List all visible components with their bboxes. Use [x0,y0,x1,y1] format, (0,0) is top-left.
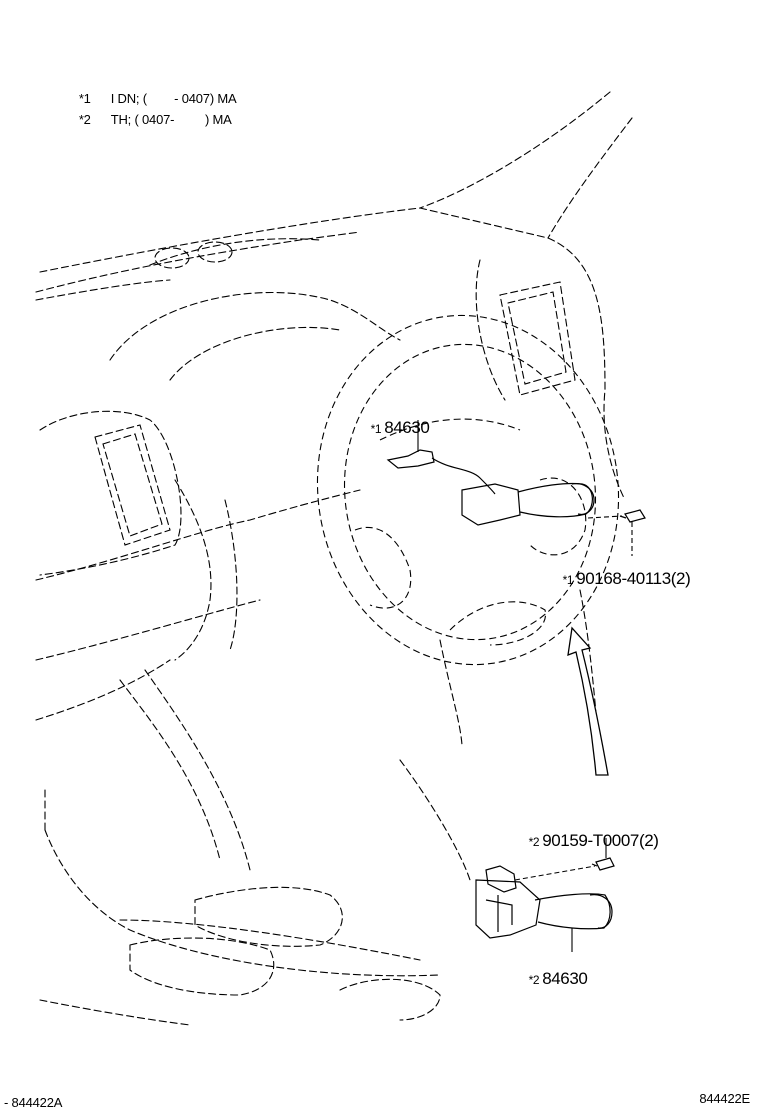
dash-gauge-2 [197,241,233,263]
lower-switch-body [475,879,541,939]
callout-lower-switch-mark: *2 [528,973,540,987]
dash-top-strip [149,238,321,266]
upper-switch-lever [517,482,593,518]
right-vent-inner [507,291,567,385]
lower-screw-guide [514,865,596,881]
windshield-line-upper [419,91,611,209]
callout-lower-switch-number: 84630 [542,969,588,988]
console-box-1 [194,886,343,947]
floor-line-3 [119,679,221,861]
upper-switch-cable [431,457,496,495]
callout-upper-switch-mark: *1 [370,422,382,436]
lower-switch-lever [534,893,611,930]
dash-lower-line-3 [35,659,171,721]
note-1-text: I DN; ( - 0407) MA [110,91,237,106]
center-stack-left [174,479,212,661]
right-vent-frame [499,281,576,396]
console-outer [44,829,441,977]
left-vent-frame [94,424,171,546]
console-box-2 [129,937,275,996]
column-left [439,639,463,746]
steering-hub-left [354,526,412,609]
dashboard-upper-edge [35,279,171,301]
dash-gauge-1 [154,247,190,269]
lower-switch-detail [485,895,513,932]
callout-lower-screw-number: 90159-T0007(2) [542,831,659,850]
callout-upper-screw-number: 90168-40113(2) [576,569,691,588]
upper-switch-body [461,483,521,526]
lower-screw [591,857,615,871]
left-vent-inner [102,433,163,537]
steering-wheel-outer [316,314,620,666]
ref-code-left: - 844422A [4,1095,63,1110]
callout-upper-switch-number: 84630 [384,418,430,437]
note-2-text: TH; ( 0407- ) MA [110,112,232,127]
instrument-hood [109,291,401,361]
upper-switch-cap [571,483,595,515]
a-pillar [547,117,633,239]
note-1: *1 I DN; ( - 0407) MA [72,79,237,106]
console-right [399,759,471,881]
lower-switch-cap [589,894,613,929]
callout-lower-screw-mark: *2 [528,835,540,849]
right-lower-panel [475,259,506,401]
leader-upper-screw-to-part [587,515,623,519]
steering-spoke-bottom [449,601,547,646]
note-1-mark: *1 [78,91,91,106]
ref-code-right: 844422E [699,1091,750,1106]
callout-upper-screw-mark: *1 [562,573,574,587]
dash-lower-line-1 [35,489,361,581]
note-2-mark: *2 [78,112,91,127]
center-stack-right [224,499,238,651]
lower-switch-bracket [485,865,517,893]
view-arrow [567,626,609,776]
steering-hub-top [379,418,521,441]
left-vent-outer [39,410,182,576]
upper-switch-connector [386,449,435,469]
windshield-line-lower [39,207,549,273]
dash-top-line [35,231,361,293]
dash-lower-line-2 [35,599,261,661]
instrument-hood-inner [169,326,341,381]
steering-hub-right [529,477,587,556]
floor-line-1 [39,999,191,1026]
right-pillar-panel [547,237,626,501]
steering-wheel-inner [343,343,597,641]
console-inner-1 [119,919,421,961]
console-cup [339,978,441,1021]
floor-line-4 [144,669,251,871]
upper-screw [619,509,646,523]
note-2: *2 TH; ( 0407- ) MA [72,100,232,126]
